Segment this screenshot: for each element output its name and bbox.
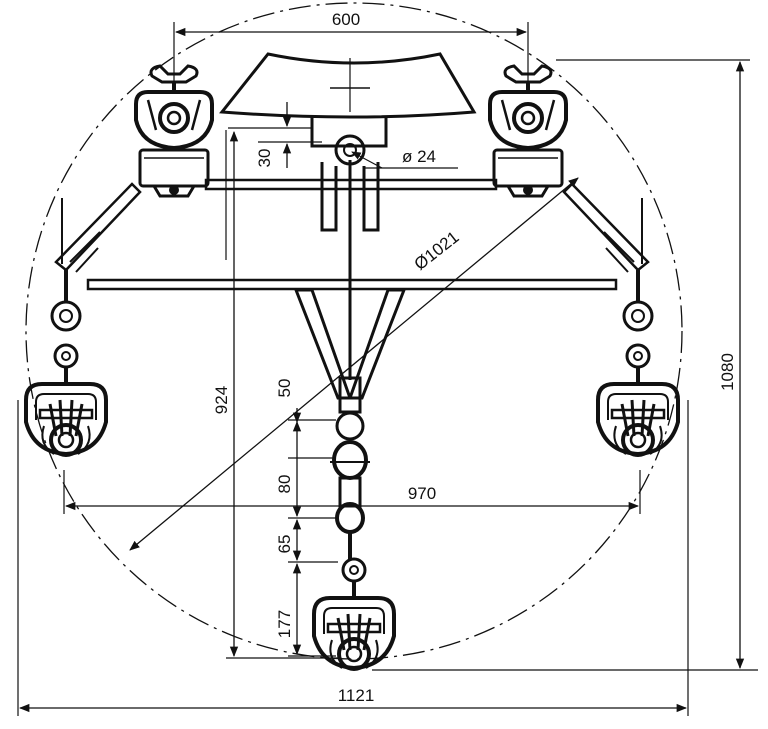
dim-80-label: 80: [275, 475, 294, 494]
left-arm-bracket: [61, 198, 101, 273]
phase-circle: [25, 2, 683, 660]
dim-1021-label: Ø1021: [411, 227, 463, 273]
clamp-bottom: [312, 557, 396, 671]
clevis-pin-inner: [343, 143, 357, 157]
lower-spacer-bar: [86, 278, 618, 291]
dim-24-label: ø 24: [402, 147, 436, 166]
left-brace: [293, 288, 353, 400]
left-arm-upper: [54, 182, 142, 272]
link-ring-3: [335, 502, 365, 534]
right-brace: [347, 288, 407, 400]
dim-924-label: 924: [212, 386, 231, 414]
link-ring-1: [335, 411, 365, 441]
link-ring-2: [332, 440, 368, 480]
dim-1021-line: [129, 177, 579, 551]
right-arm-eye-inner: [631, 309, 645, 323]
left-arm-eye: [50, 300, 82, 332]
dim-30-label: 30: [255, 149, 274, 168]
top-yoke-plate: [219, 52, 477, 119]
right-arm-bracket: [603, 198, 643, 273]
right-arm-upper: [562, 182, 650, 272]
clamp-left: [24, 343, 108, 457]
dim-1121-label: 1121: [338, 686, 375, 705]
clevis-pin-outer: [334, 134, 366, 166]
dim-1080-label: 1080: [718, 353, 737, 391]
clevis-body: [310, 116, 388, 148]
dim-50-label: 50: [275, 379, 294, 398]
right-arm-eye: [622, 300, 654, 332]
dim-65-label: 65: [275, 535, 294, 554]
clamp-right: [596, 343, 680, 457]
dim-970-label: 970: [408, 484, 436, 503]
dim-600-label: 600: [332, 10, 360, 29]
left-arm-eye-inner: [59, 309, 73, 323]
link-plate: [338, 476, 362, 508]
dim-24-arrow: [351, 151, 383, 169]
dim-177-label: 177: [275, 610, 294, 638]
